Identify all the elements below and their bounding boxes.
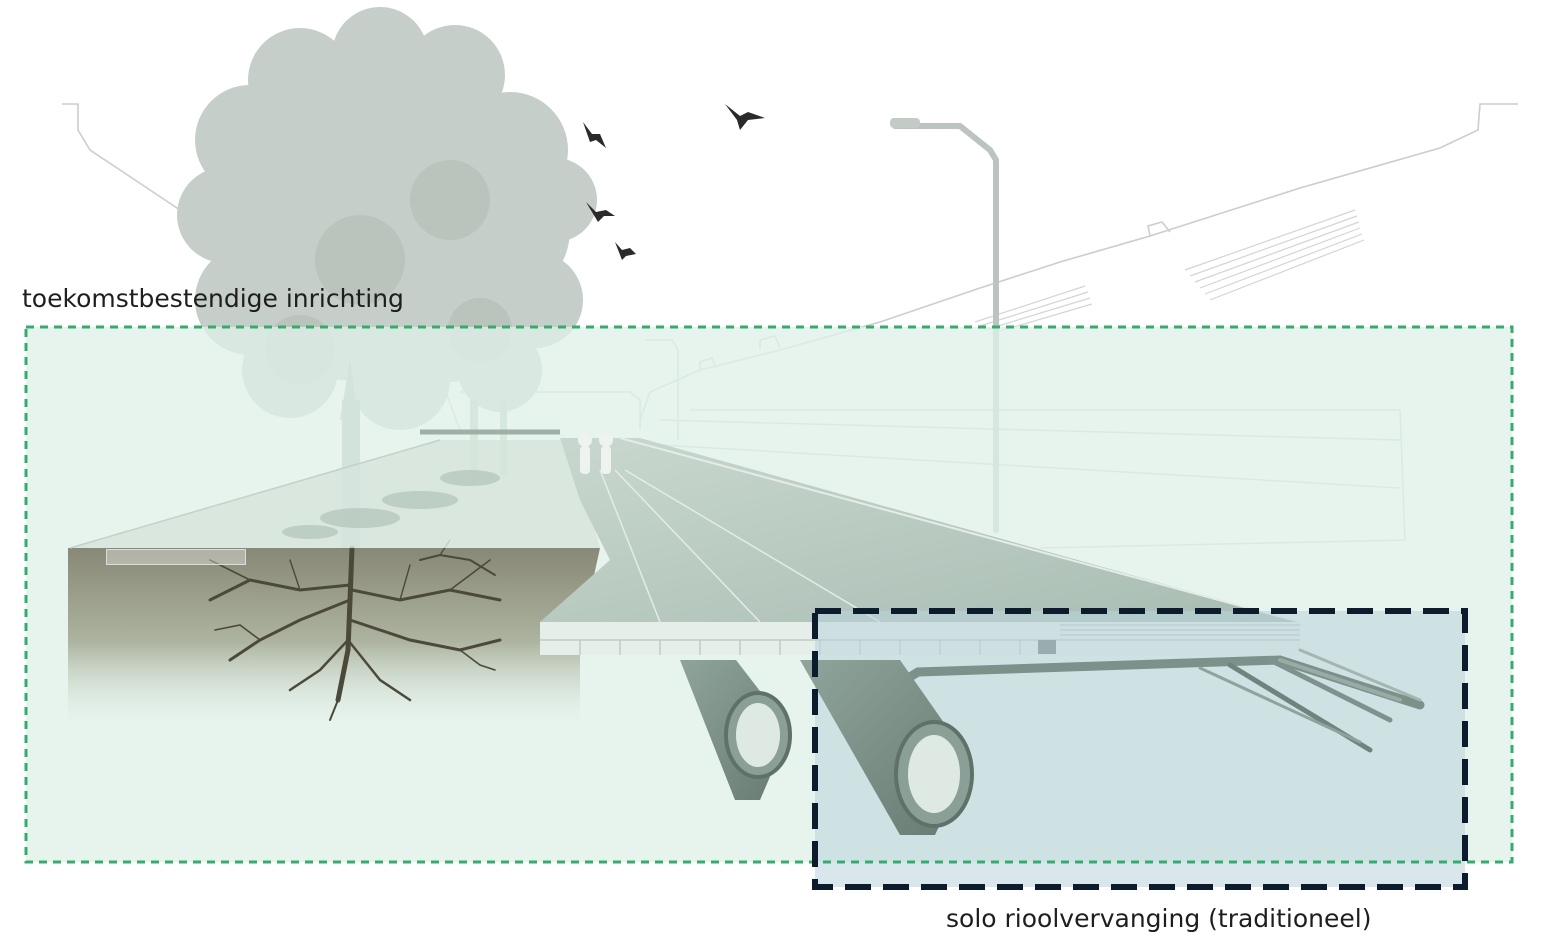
streetlight-icon: [892, 123, 999, 533]
solo-sewer-label: solo rioolvervanging (traditioneel): [946, 904, 1372, 933]
future-proof-label: toekomstbestendige inrichting: [22, 284, 404, 313]
bird-icon: [583, 104, 765, 260]
sidewalk: [69, 429, 600, 549]
facade-hatch: [974, 209, 1365, 335]
soil-block: [68, 548, 600, 720]
root-icon: [208, 539, 502, 721]
ground-level-tag: [106, 549, 246, 565]
sewer-pipe-icon: [680, 660, 974, 835]
future-proof-zone-frame: [24, 325, 1514, 864]
solo-sewer-zone-frame: [812, 608, 1468, 890]
